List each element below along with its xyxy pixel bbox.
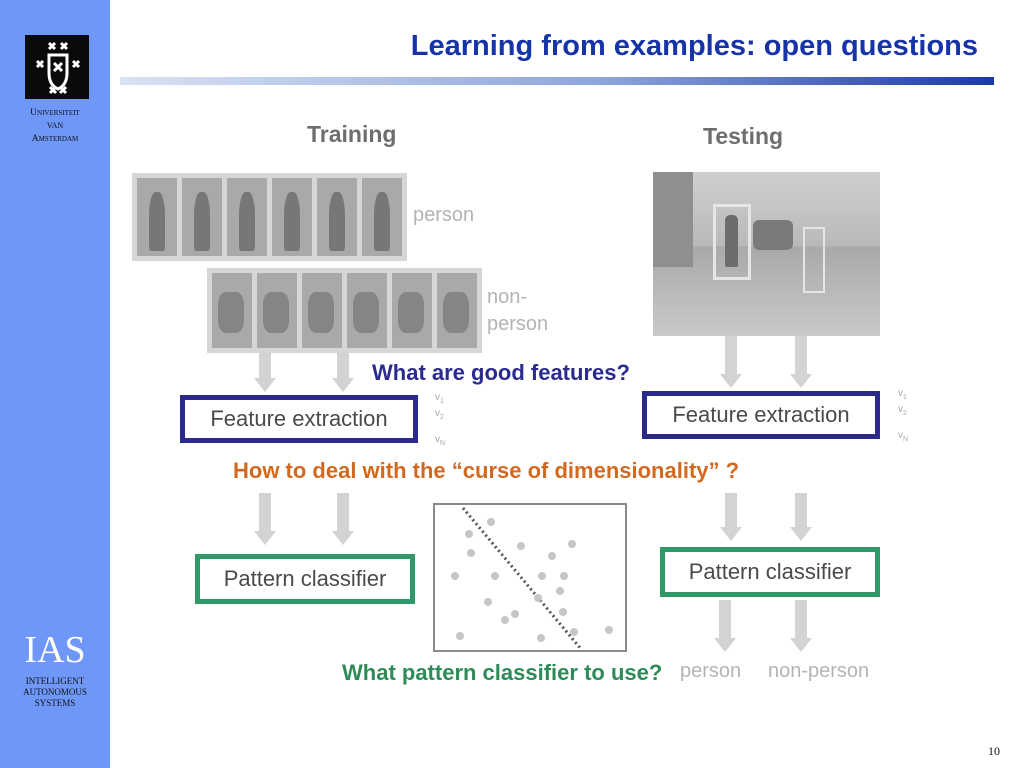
scatter-point (534, 594, 542, 602)
vector-labels-training: v1 v2 vN (435, 392, 445, 450)
ias-subtitle-line-2: AUTONOMOUS (23, 687, 87, 697)
person-thumbnail (362, 178, 402, 256)
down-arrow-icon (720, 493, 742, 541)
person-label: person (413, 204, 475, 226)
decision-boundary (461, 507, 583, 650)
detection-box (803, 227, 825, 293)
scatter-point (605, 626, 613, 634)
person-thumbnail (182, 178, 222, 256)
ias-subtitle: INTELLIGENT AUTONOMOUS SYSTEMS (0, 676, 110, 709)
scene-tree (653, 172, 693, 267)
page-number: 10 (988, 744, 1000, 758)
down-arrow-icon (332, 493, 354, 545)
scatter-point (491, 572, 499, 580)
scatter-point (517, 542, 525, 550)
scatter-frame (433, 503, 627, 652)
university-logo (25, 35, 89, 99)
training-heading: Training (307, 121, 397, 147)
scatter-point (548, 552, 556, 560)
scene-car (753, 220, 793, 250)
detection-box (713, 204, 751, 280)
vector-label: vN (898, 430, 909, 443)
scatter-point (537, 634, 545, 642)
scatter-point (559, 608, 567, 616)
shield-cross-icon (35, 41, 81, 95)
training-non-person-images (207, 268, 482, 353)
vector-label: vN (435, 434, 446, 447)
output-person-label: person (680, 660, 742, 682)
non-person-thumbnail (212, 273, 252, 348)
scatter-point (451, 572, 459, 580)
down-arrow-icon (790, 600, 812, 652)
scatter-point (487, 518, 495, 526)
down-arrow-icon (790, 336, 812, 388)
feature-extraction-box-training: Feature extraction (180, 395, 418, 443)
vector-labels-testing: v1 v2 vN (898, 388, 908, 446)
testing-heading: Testing (703, 123, 784, 149)
person-thumbnail (272, 178, 312, 256)
vector-label: v1 (435, 392, 444, 405)
non-person-thumbnail (437, 273, 477, 348)
output-non-person-label: non-person (768, 660, 870, 682)
scatter-point (560, 572, 568, 580)
vector-label: v2 (435, 408, 444, 421)
university-name-line-3: Amsterdam (31, 134, 79, 144)
person-thumbnail (137, 178, 177, 256)
testing-street-image (653, 172, 880, 336)
non-person-thumbnail (257, 273, 297, 348)
scatter-point (538, 572, 546, 580)
sidebar: Universiteit van Amsterdam IAS INTELLIGE… (0, 0, 110, 768)
title-underline (120, 77, 994, 85)
scatter-point (568, 540, 576, 548)
down-arrow-icon (790, 493, 812, 541)
down-arrow-icon (254, 493, 276, 545)
training-person-images (132, 173, 407, 261)
university-name-line-1: Universiteit (30, 108, 80, 118)
non-person-label-line-2: person (487, 313, 549, 335)
scatter-point (456, 632, 464, 640)
person-thumbnail (227, 178, 267, 256)
ias-subtitle-line-3: SYSTEMS (34, 698, 76, 708)
person-thumbnail (317, 178, 357, 256)
down-arrow-icon (714, 600, 736, 652)
non-person-thumbnail (302, 273, 342, 348)
non-person-label: non- person (487, 284, 548, 338)
vector-label: v1 (898, 388, 907, 401)
question-classifier: What pattern classifier to use? (342, 660, 663, 685)
question-features: What are good features? (372, 360, 630, 385)
pattern-classifier-box-training: Pattern classifier (195, 554, 415, 604)
non-person-label-line-1: non- (487, 286, 528, 308)
scatter-point (467, 549, 475, 557)
question-dimensionality: How to deal with the “curse of dimension… (233, 458, 740, 483)
non-person-thumbnail (392, 273, 432, 348)
scatter-points (451, 518, 613, 642)
scatter-point (465, 530, 473, 538)
down-arrow-icon (332, 352, 354, 392)
ias-logo-text: IAS (24, 629, 86, 671)
scatter-point (570, 628, 578, 636)
ias-subtitle-line-1: INTELLIGENT (25, 676, 85, 686)
down-arrow-icon (720, 336, 742, 388)
pattern-classifier-box-testing: Pattern classifier (660, 547, 880, 597)
university-name-line-2: van (46, 121, 64, 130)
feature-extraction-box-testing: Feature extraction (642, 391, 880, 439)
down-arrow-icon (254, 352, 276, 392)
scatter-point (484, 598, 492, 606)
vector-label: v2 (898, 404, 907, 417)
classifier-scatter-illustration (433, 503, 627, 652)
scatter-point (556, 587, 564, 595)
scatter-point (511, 610, 519, 618)
scatter-point (501, 616, 509, 624)
slide-title: Learning from examples: open questions (410, 30, 978, 62)
non-person-thumbnail (347, 273, 387, 348)
